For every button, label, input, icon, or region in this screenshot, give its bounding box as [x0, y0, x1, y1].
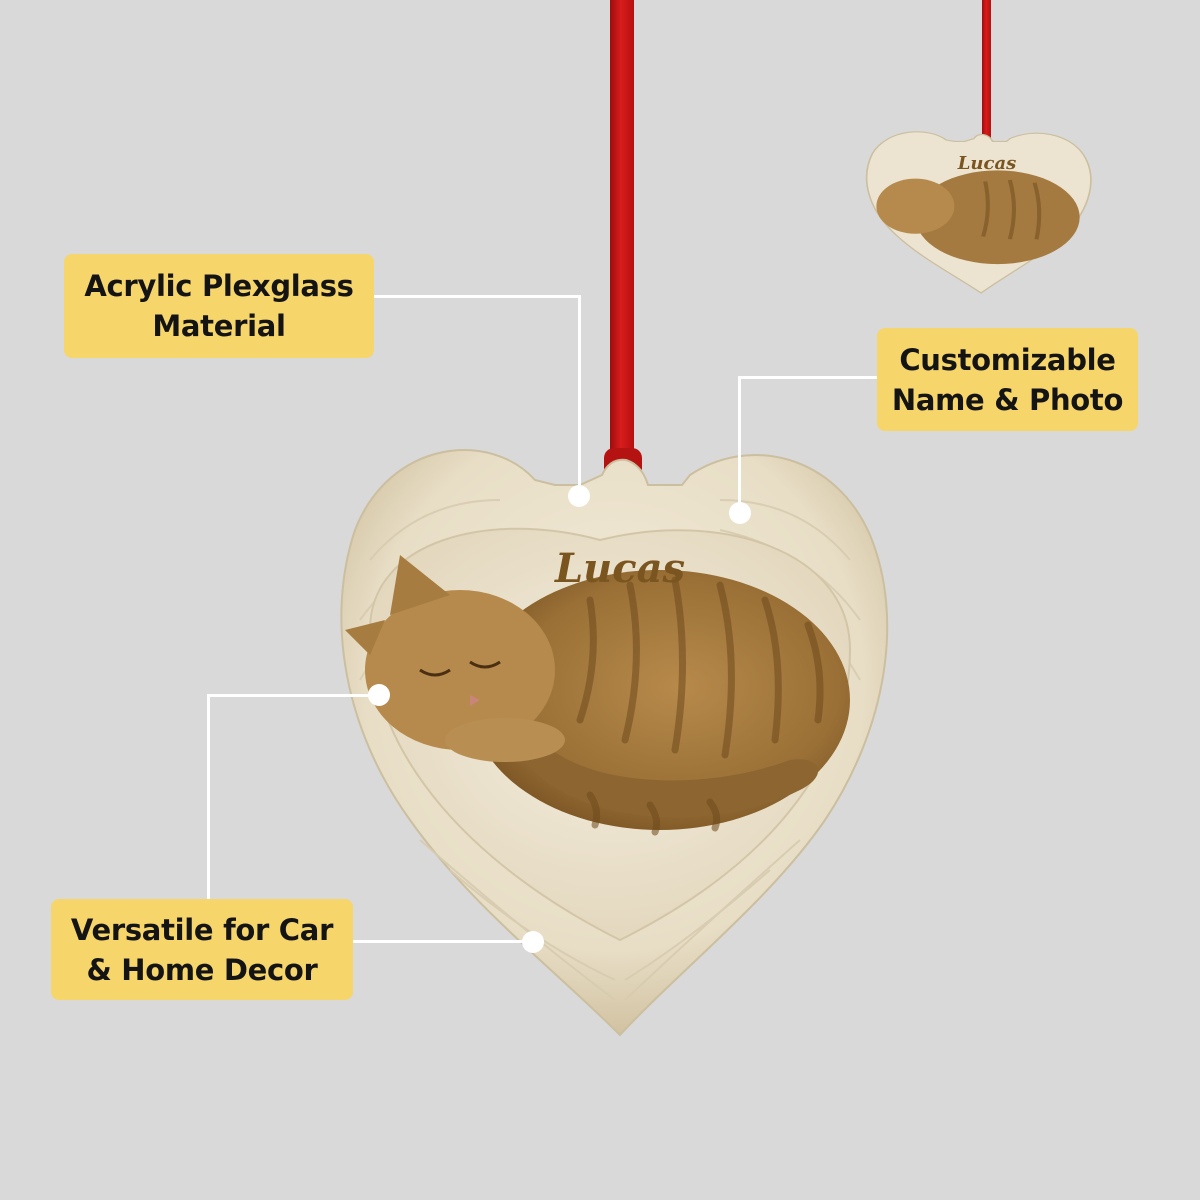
callout-material: Acrylic Plexglass Material — [64, 254, 374, 358]
connector-dot-customizable — [729, 502, 751, 524]
heart-wings-shape — [340, 449, 889, 1037]
connector-line-material-v — [578, 295, 581, 495]
preview-ornament: Lucas — [862, 118, 1092, 333]
connector-line-customizable-h — [738, 376, 877, 379]
connector-line-customizable-v — [738, 376, 741, 511]
ornament-name-text: Lucas — [555, 545, 685, 592]
connector-line-photo-v — [207, 694, 210, 899]
callout-versatile-line1: Versatile for Car — [70, 912, 334, 947]
callout-versatile: Versatile for Car & Home Decor — [51, 899, 353, 1000]
preview-name-text: Lucas — [957, 153, 1017, 174]
callout-material-line1: Acrylic Plexglass — [84, 269, 354, 303]
callout-customizable: Customizable Name & Photo — [877, 328, 1138, 431]
main-ornament: Lucas — [330, 400, 890, 1180]
callout-versatile-line2: & Home Decor — [86, 952, 318, 987]
connector-dot-material — [568, 485, 590, 507]
main-ribbon — [610, 0, 634, 500]
connector-dot-versatile — [522, 931, 544, 953]
callout-customizable-line2: Name & Photo — [891, 382, 1124, 417]
cat-head — [365, 590, 555, 750]
connector-dot-photo — [368, 684, 390, 706]
preview-ribbon — [982, 0, 991, 145]
connector-line-material-h — [374, 295, 581, 298]
callout-material-line2: Material — [152, 309, 286, 343]
callout-customizable-line1: Customizable — [899, 342, 1116, 377]
connector-line-photo-h — [207, 694, 379, 697]
connector-line-versatile-h — [353, 940, 533, 943]
